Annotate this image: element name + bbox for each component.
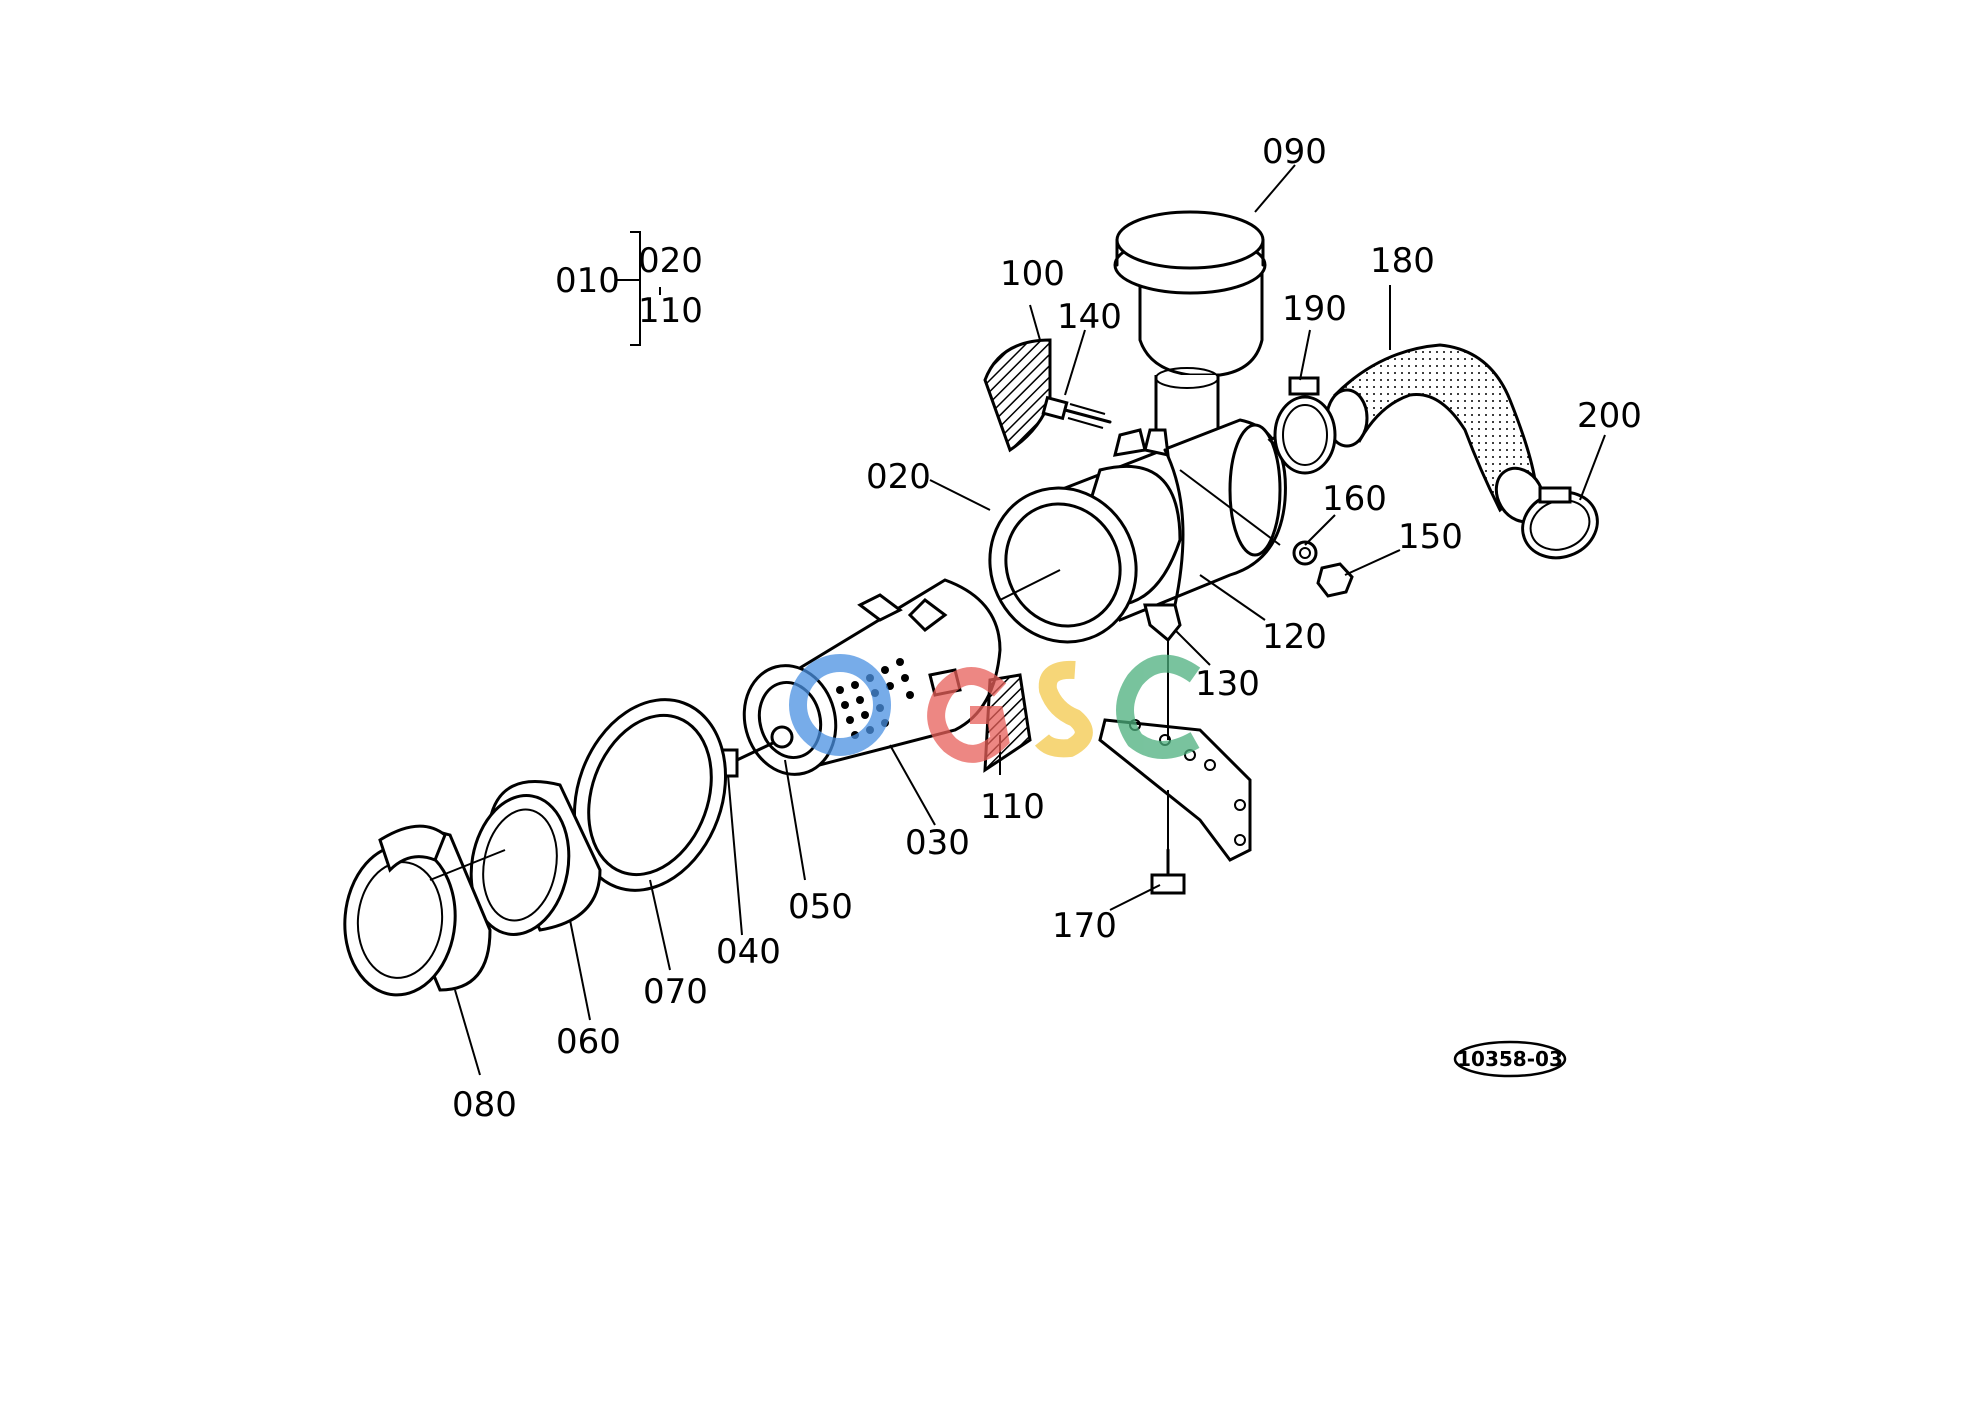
label-090: 090 bbox=[1262, 132, 1327, 172]
hose-clamp-190 bbox=[1273, 376, 1337, 475]
label-020-bracket: 020 bbox=[638, 241, 703, 281]
label-020: 020 bbox=[866, 457, 931, 497]
label-110-bracket: 110 bbox=[638, 291, 703, 331]
label-070: 070 bbox=[643, 972, 708, 1012]
body-inlet-ring bbox=[988, 486, 1138, 644]
cleaner-body bbox=[1057, 418, 1333, 622]
gasket bbox=[572, 698, 728, 892]
nut-150 bbox=[1316, 562, 1354, 598]
cup-060 bbox=[469, 780, 602, 936]
reference-code: 10358-03 bbox=[1457, 1047, 1563, 1071]
label-190: 190 bbox=[1282, 289, 1347, 329]
watermark bbox=[789, 654, 1201, 763]
axis-line-upper bbox=[999, 569, 1061, 601]
hatched-band-100 bbox=[983, 338, 1052, 453]
leader-160-axis bbox=[1179, 469, 1281, 546]
label-180: 180 bbox=[1370, 241, 1435, 281]
band-clamp bbox=[1112, 428, 1185, 643]
leader-lines bbox=[454, 164, 1606, 1076]
label-080: 080 bbox=[452, 1085, 517, 1125]
assembly-bracket bbox=[616, 231, 661, 346]
label-060: 060 bbox=[556, 1022, 621, 1062]
label-040: 040 bbox=[716, 932, 781, 972]
bolt-170 bbox=[1150, 848, 1186, 895]
label-130: 130 bbox=[1195, 664, 1260, 704]
dust-cover bbox=[343, 824, 492, 997]
label-140: 140 bbox=[1057, 297, 1122, 337]
label-160: 160 bbox=[1322, 479, 1387, 519]
part-labels: 010 020 110 090 100 140 190 180 200 020 … bbox=[452, 132, 1642, 1125]
label-170: 170 bbox=[1052, 906, 1117, 946]
reference-code-badge: 10358-03 bbox=[1453, 1040, 1567, 1078]
label-150: 150 bbox=[1398, 517, 1463, 557]
label-100: 100 bbox=[1000, 254, 1065, 294]
hose-clamp-200 bbox=[1521, 486, 1599, 560]
label-110: 110 bbox=[980, 787, 1045, 827]
mounting-stay bbox=[1098, 718, 1252, 862]
washer-160 bbox=[1292, 540, 1318, 566]
pre-cleaner-cap bbox=[1113, 210, 1267, 454]
label-200: 200 bbox=[1577, 396, 1642, 436]
label-010: 010 bbox=[555, 261, 620, 301]
label-120: 120 bbox=[1262, 617, 1327, 657]
bolt-140 bbox=[1041, 395, 1112, 429]
label-030: 030 bbox=[905, 823, 970, 863]
axis-line-lower bbox=[429, 849, 506, 881]
label-050: 050 bbox=[788, 887, 853, 927]
